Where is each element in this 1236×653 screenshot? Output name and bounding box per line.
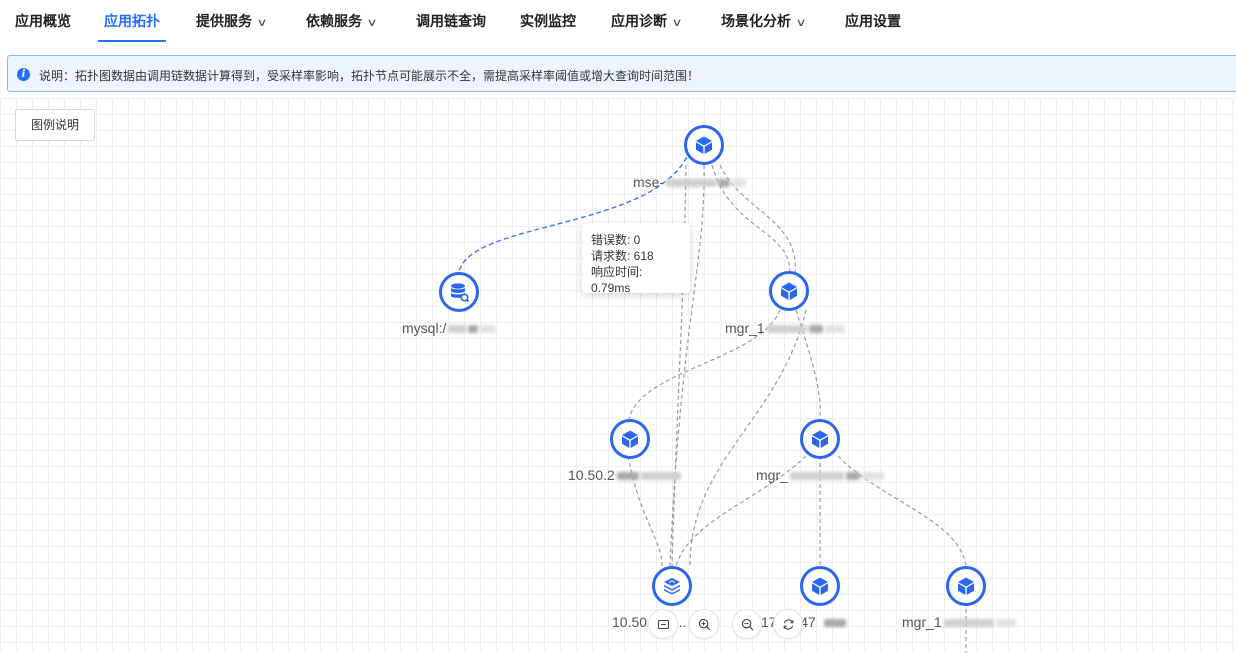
- fit-icon: [657, 619, 670, 630]
- node-label-mgr-c: mgr_1: [902, 614, 1016, 630]
- service-node-mgr-a[interactable]: [769, 271, 809, 311]
- legend-button[interactable]: 图例说明: [15, 109, 95, 141]
- chevron-down-icon: ∨: [671, 17, 683, 29]
- fit-view-button[interactable]: [648, 609, 678, 639]
- stack-icon: [664, 578, 680, 595]
- edge-tooltip: 错误数: 0 请求数: 618 响应时间: 0.79ms: [582, 223, 690, 295]
- topology-canvas[interactable]: [0, 98, 1236, 653]
- node-label-mgr-b: mgr_: [756, 467, 884, 483]
- cube-icon: [781, 282, 797, 300]
- tab-trace-query[interactable]: 调用链查询: [416, 13, 486, 29]
- service-node-root[interactable]: [684, 125, 724, 165]
- top-tab-bar: 应用概览 应用拓扑 提供服务∨ 依赖服务∨ 调用链查询 实例监控 应用诊断∨ 场…: [0, 0, 1236, 44]
- tooltip-latency: 响应时间: 0.79ms: [591, 265, 643, 295]
- service-node-ip-a[interactable]: [610, 419, 650, 459]
- node-label-mgr-a: mgr_1: [725, 320, 845, 336]
- service-node-ip-c[interactable]: [800, 566, 840, 606]
- tab-provided-services[interactable]: 提供服务∨: [196, 0, 268, 44]
- service-node-mgr-c[interactable]: [946, 566, 986, 606]
- tab-app-overview[interactable]: 应用概览: [15, 13, 71, 29]
- tab-app-topology[interactable]: 应用拓扑: [98, 0, 166, 44]
- node-label-ip-a: 10.50.2: [568, 467, 681, 483]
- notice-text: 说明：拓扑图数据由调用链数据计算得到，受采样率影响，拓扑节点可能展示不全，需提高…: [39, 69, 700, 83]
- tab-instance-monitoring[interactable]: 实例监控: [520, 13, 576, 29]
- tab-scenario-analysis[interactable]: 场景化分析∨: [721, 0, 807, 44]
- node-label-mysql: mysql:/: [402, 320, 497, 336]
- refresh-icon: [783, 619, 794, 630]
- cube-icon: [696, 136, 712, 154]
- tooltip-requests: 请求数: 618: [591, 249, 654, 263]
- cube-icon: [622, 430, 638, 448]
- chevron-down-icon: ∨: [795, 17, 807, 29]
- database-node-mysql[interactable]: [439, 272, 479, 312]
- cube-icon: [812, 430, 828, 448]
- chevron-down-icon: ∨: [366, 17, 378, 29]
- zoom-in-button[interactable]: [689, 609, 719, 639]
- cache-node-ip-b[interactable]: [652, 566, 692, 606]
- zoom-out-icon: [741, 618, 754, 631]
- tab-app-settings[interactable]: 应用设置: [845, 13, 901, 29]
- refresh-button[interactable]: [773, 609, 803, 639]
- tab-dependent-services[interactable]: 依赖服务∨: [306, 0, 378, 44]
- tab-app-diagnosis[interactable]: 应用诊断∨: [611, 0, 683, 44]
- cube-icon: [958, 577, 974, 595]
- zoom-in-icon: [698, 618, 711, 631]
- tooltip-errors: 错误数: 0: [591, 233, 641, 247]
- info-icon: i: [17, 68, 30, 81]
- database-icon: [451, 283, 469, 302]
- node-label-root: mse-: [633, 174, 747, 190]
- cube-icon: [812, 577, 828, 595]
- chevron-down-icon: ∨: [256, 17, 268, 29]
- zoom-out-button[interactable]: [732, 609, 762, 639]
- service-node-mgr-b[interactable]: [800, 419, 840, 459]
- info-notice: i 说明：拓扑图数据由调用链数据计算得到，受采样率影响，拓扑节点可能展示不全，需…: [7, 55, 1236, 92]
